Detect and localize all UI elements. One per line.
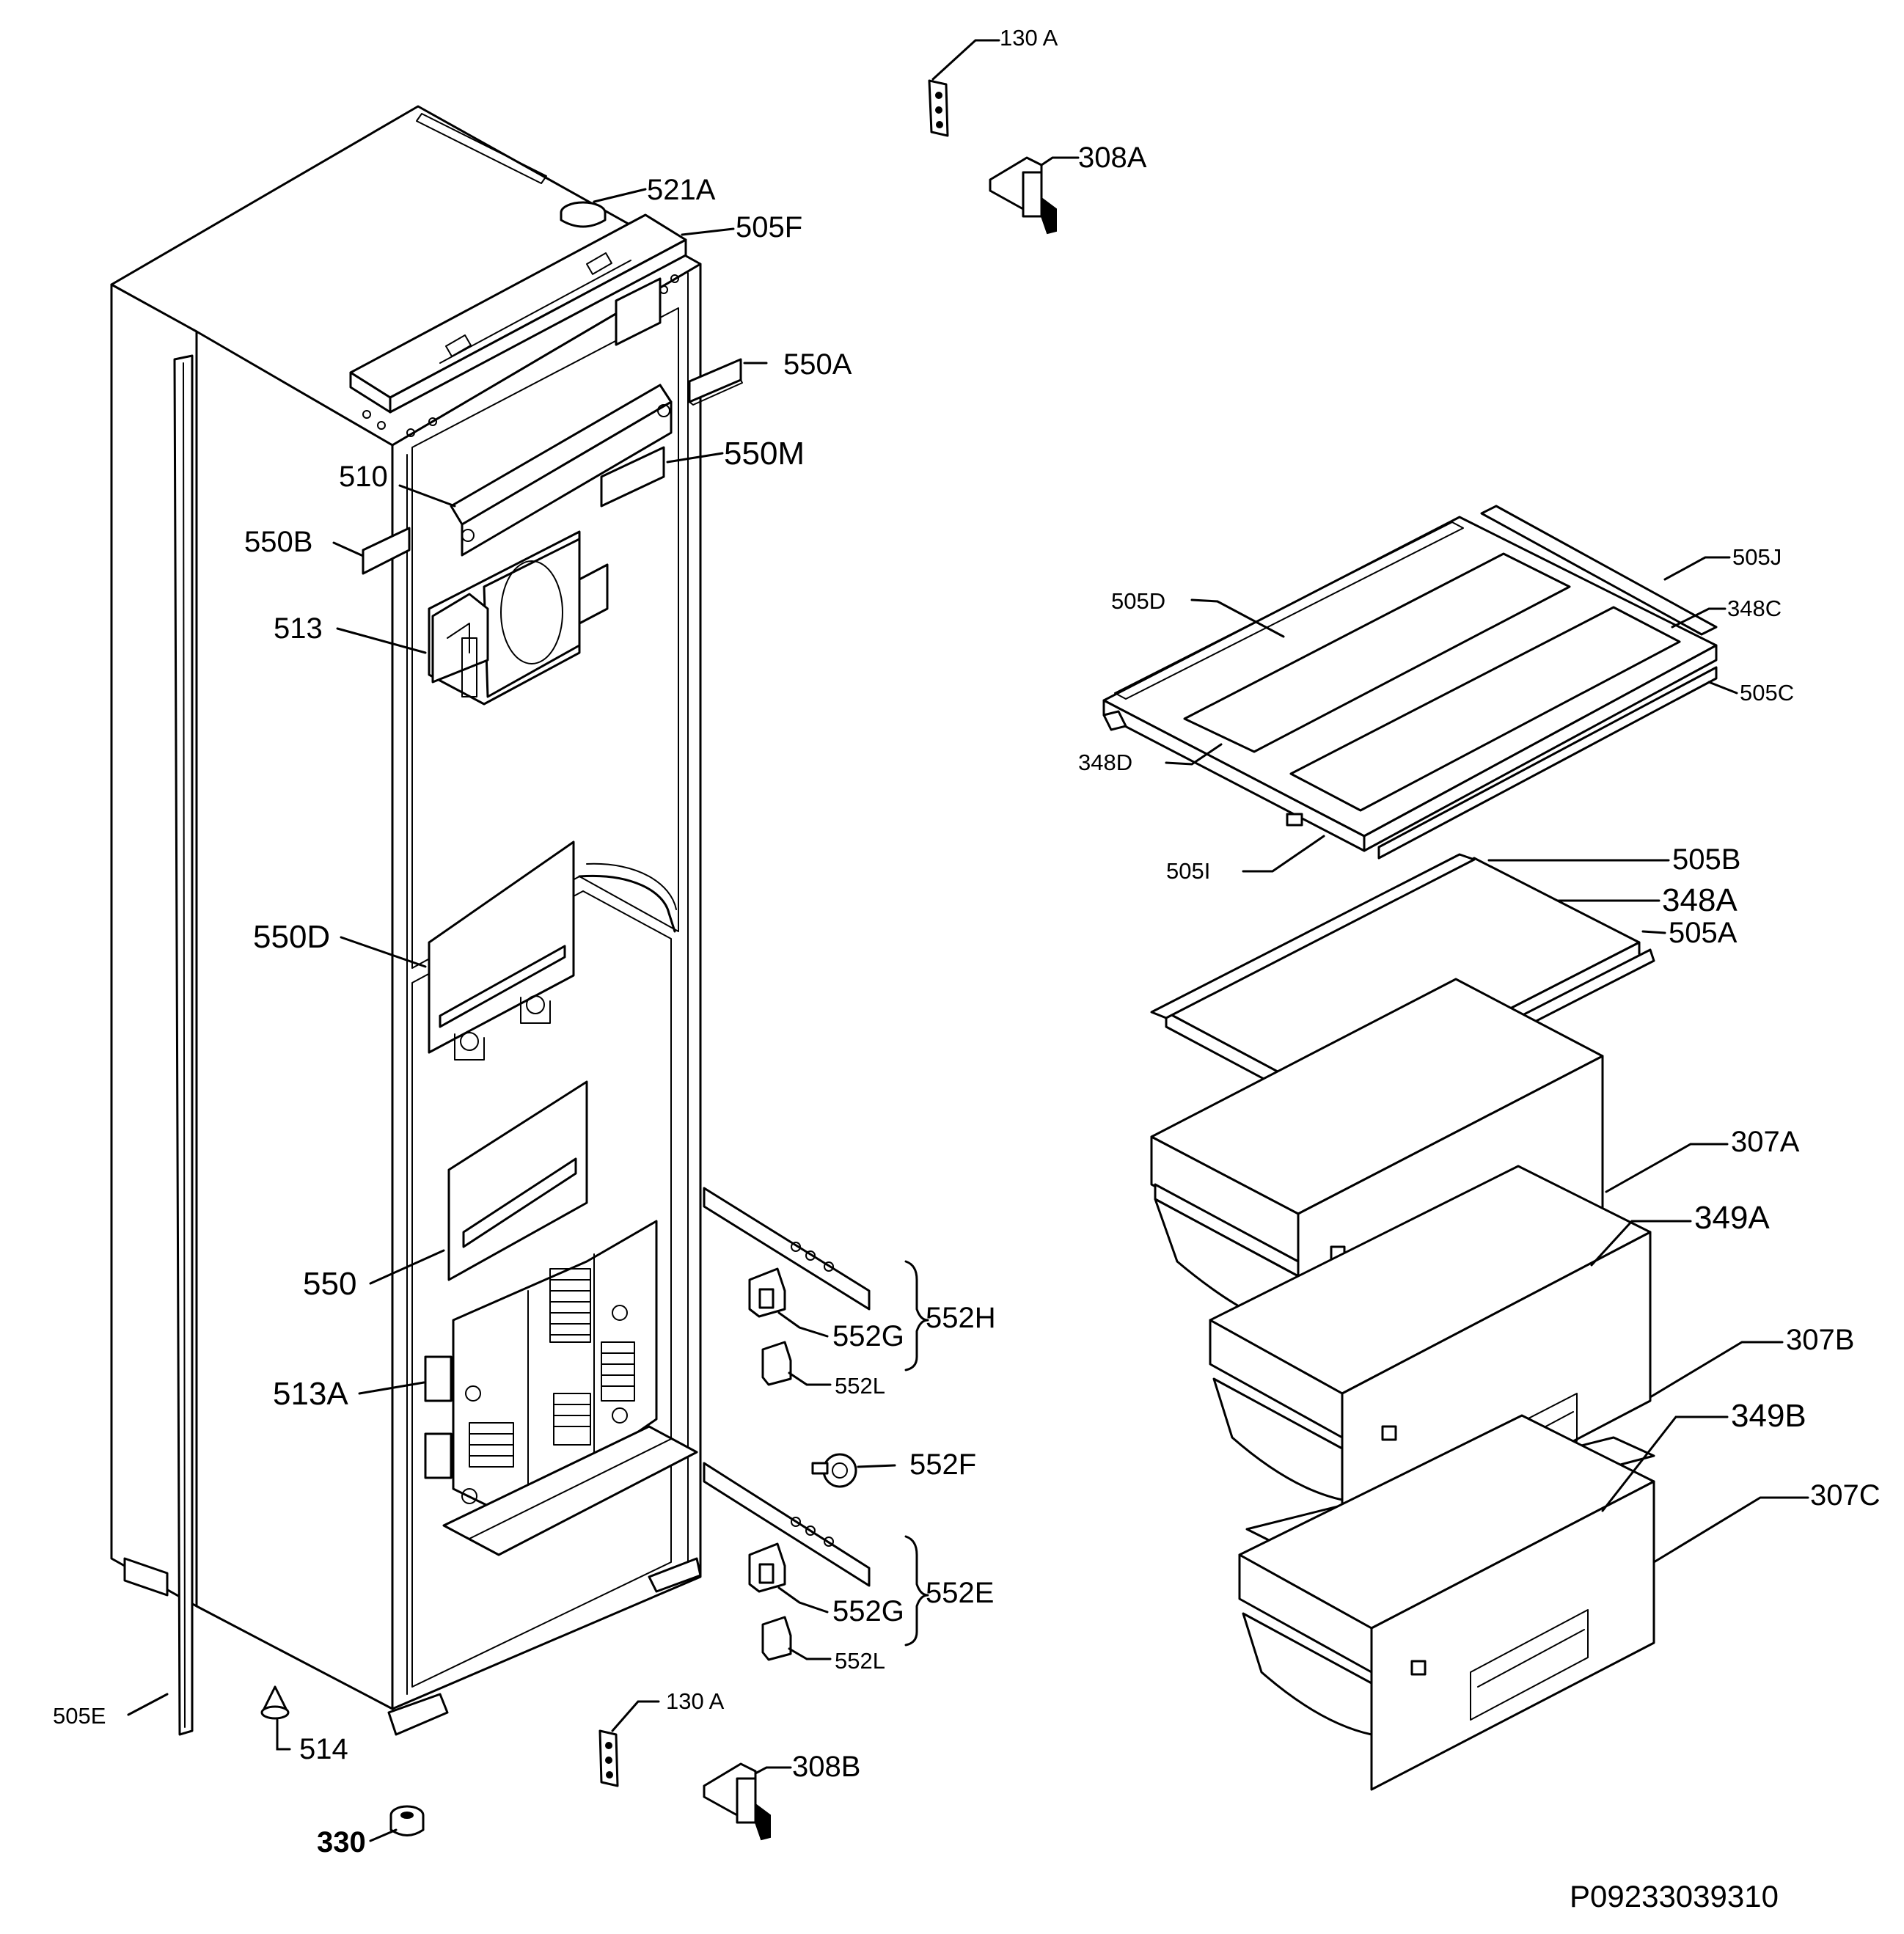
fan-housing-513: [428, 530, 609, 706]
hinge-plate-130a-bottom: [598, 1729, 619, 1787]
clip-552l-upper: [761, 1341, 792, 1386]
callout-labels: 130 A 308A 521A 505F 550A 550M 510 550B …: [53, 25, 1881, 1913]
label-307c: 307C: [1810, 1479, 1881, 1512]
rail-552h: [703, 1187, 871, 1311]
label-550d: 550D: [253, 919, 330, 955]
label-348a: 348A: [1662, 882, 1738, 918]
label-307a: 307A: [1731, 1126, 1800, 1158]
hinge-308a: [989, 156, 1057, 235]
label-552f: 552F: [909, 1448, 976, 1481]
light-cover-510: [450, 384, 673, 557]
rail-552e: [703, 1462, 871, 1587]
label-308a: 308A: [1078, 142, 1147, 174]
label-552g-upper: 552G: [832, 1320, 904, 1352]
label-550b: [362, 527, 411, 575]
label-514: 514: [299, 1733, 348, 1765]
leader-lines: [127, 39, 1809, 1842]
label-348d: 348D: [1078, 750, 1132, 775]
label-505a: 505A: [1669, 917, 1738, 949]
top-bracket-505f: [349, 213, 687, 414]
label-550b: 550B: [244, 526, 312, 558]
air-duct-513a: [424, 1220, 698, 1556]
label-349b: 349B: [1731, 1398, 1806, 1434]
foot-514: [260, 1685, 290, 1720]
shelf-assembly-upper: [1102, 505, 1718, 860]
label-505d: 505D: [1111, 588, 1165, 614]
clip-552l-lower: [761, 1616, 792, 1661]
label-550m: 550M: [724, 436, 805, 472]
top-screw-holes: [362, 274, 679, 437]
reference-number: P09233039310: [1570, 1879, 1779, 1913]
label-552g-lower: 552G: [832, 1595, 904, 1627]
label-307b: 307B: [1786, 1324, 1854, 1356]
label-330: 330: [317, 1826, 366, 1858]
label-521a: 521A: [647, 174, 716, 206]
label-505b: 505B: [1672, 843, 1740, 876]
label-505e: 505E: [53, 1703, 106, 1729]
label-130a-bottom: 130 A: [666, 1688, 725, 1714]
hinge-308b: [703, 1762, 771, 1841]
label-505j: 505J: [1732, 544, 1782, 570]
label-505i: 505I: [1166, 858, 1210, 884]
label-349a: 349A: [1694, 1200, 1770, 1236]
label-550m: [600, 446, 665, 508]
label-505f: 505F: [736, 211, 802, 243]
clip-552g-upper: [748, 1267, 786, 1318]
cap-521a: [560, 201, 607, 228]
label-550a: 550A: [783, 348, 852, 381]
label-510: 510: [339, 461, 388, 493]
label-552h: 552H: [926, 1302, 996, 1334]
label-552l-upper: 552L: [835, 1373, 885, 1399]
clip-552g-lower: [748, 1542, 786, 1593]
label-552e: 552E: [926, 1577, 994, 1609]
label-552l-lower: 552L: [835, 1648, 885, 1674]
label-130a-top: 130 A: [1000, 25, 1058, 51]
label-513: 513: [274, 612, 323, 645]
panel-550d: [428, 840, 575, 1061]
roller-330: [389, 1805, 425, 1836]
hinge-plate-130a-top: [928, 79, 949, 137]
label-505c: 505C: [1740, 680, 1794, 706]
knob-552f: [811, 1453, 857, 1488]
label-513a: 513A: [273, 1376, 348, 1412]
label-308b: 308B: [792, 1751, 860, 1783]
label-550: 550: [303, 1266, 356, 1302]
panel-550: [447, 1080, 588, 1281]
label-348c: 348C: [1727, 596, 1782, 621]
drawer-307c: [1238, 1414, 1655, 1791]
